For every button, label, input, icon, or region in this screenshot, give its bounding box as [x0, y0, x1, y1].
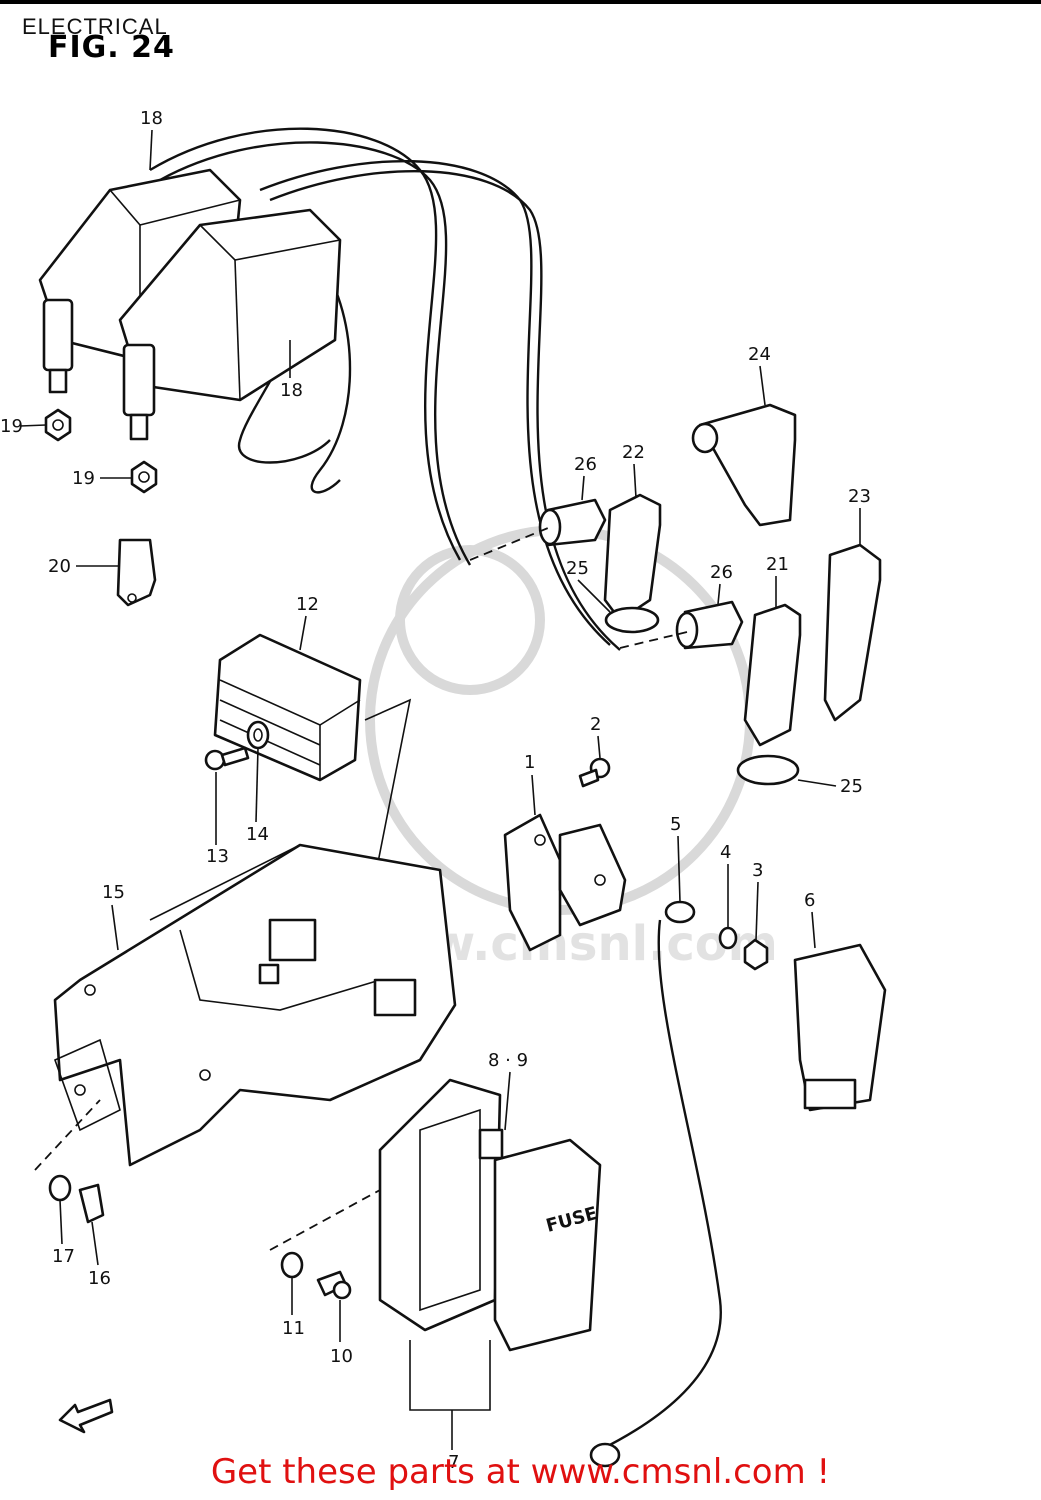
callout-8-9: 8 · 9 [488, 1050, 528, 1071]
callout-21: 21 [766, 554, 789, 575]
callout-18-upper: 18 [140, 108, 163, 129]
starter-relay-1 [503, 813, 627, 952]
callout-19-lower: 19 [72, 468, 95, 489]
front-arrow-icon [58, 1398, 114, 1434]
wire-clamp-20 [116, 538, 157, 607]
screw-10 [316, 1270, 352, 1300]
callout-23: 23 [848, 486, 871, 507]
nut-3 [743, 938, 769, 971]
ignition-wires [149, 127, 621, 651]
plug-cap-22 [603, 493, 662, 634]
callout-18-lower: 18 [280, 380, 303, 401]
get-parts-link[interactable]: Get these parts at www.cmsnl.com ! [210, 1452, 831, 1492]
plug-cap-21 [736, 603, 802, 786]
leader-dashed-c [34, 1099, 101, 1171]
leader-dashed-b [619, 631, 688, 649]
callout-12: 12 [296, 594, 319, 615]
callout-15: 15 [102, 882, 125, 903]
fuse-box-7: FUSE [378, 1078, 602, 1352]
callout-13: 13 [206, 846, 229, 867]
callout-22: 22 [622, 442, 645, 463]
callout-7: 7 [448, 1452, 459, 1473]
callout-17: 17 [52, 1246, 75, 1267]
nut-17 [48, 1174, 72, 1202]
callout-25-upper: 25 [566, 558, 589, 579]
plug-cap-seal-26-lower [675, 600, 744, 650]
nut-19-upper [44, 408, 72, 442]
screw-16 [78, 1183, 105, 1224]
callout-24: 24 [748, 344, 771, 365]
callout-14: 14 [246, 824, 269, 845]
figure-label: FIG. 24 [48, 30, 175, 65]
plug-cap-24 [691, 403, 797, 527]
callout-6: 6 [804, 890, 815, 911]
nut-19-lower [130, 460, 158, 494]
fuse-box-bracket [409, 1340, 491, 1411]
screw-13 [204, 746, 250, 771]
washer-11 [280, 1251, 304, 1279]
ignition-coil-front [118, 208, 342, 441]
starter-cable-5 [589, 900, 722, 1468]
callout-25-lower: 25 [840, 776, 863, 797]
callout-11: 11 [282, 1318, 305, 1339]
callout-19-upper: 19 [0, 416, 23, 437]
washer-4 [718, 926, 738, 950]
callout-3: 3 [752, 860, 763, 881]
callout-20: 20 [48, 556, 71, 577]
callout-5: 5 [670, 814, 681, 835]
screw-2 [578, 757, 611, 788]
callout-16: 16 [88, 1268, 111, 1289]
plug-cap-23 [823, 543, 882, 722]
bracket-15 [53, 843, 457, 1167]
callout-10: 10 [330, 1346, 353, 1367]
washer-14 [246, 720, 270, 750]
section-label: ELECTRICAL [22, 14, 168, 39]
leader-dashed-d [269, 1189, 381, 1251]
callout-2: 2 [590, 714, 601, 735]
relay-cover-6 [793, 943, 887, 1112]
plug-cap-seal-26-upper [538, 498, 607, 547]
callout-26-upper: 26 [574, 454, 597, 475]
top-border [0, 0, 1041, 4]
callout-26-lower: 26 [710, 562, 733, 583]
callout-1: 1 [524, 752, 535, 773]
callout-4: 4 [720, 842, 731, 863]
